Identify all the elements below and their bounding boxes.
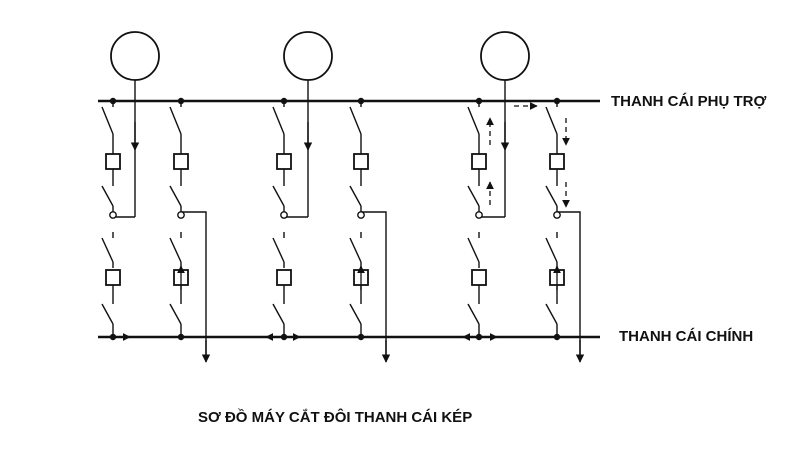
bay-4-mid-node — [357, 211, 365, 219]
main-bus-label: THANH CÁI CHÍNH — [619, 328, 753, 345]
bay-4-lower-isolator-blade — [349, 237, 362, 263]
bay-2-mid-node — [177, 211, 185, 219]
bay-4-main-node — [357, 333, 365, 341]
bay-4-upper-breaker — [353, 153, 369, 170]
bay-6-upper-isolator-blade — [545, 106, 558, 135]
bay-1-mid-isolator-blade — [101, 185, 114, 207]
bay-5-mid-isolator-blade — [467, 185, 480, 207]
bay-3-mid-isolator-blade — [272, 185, 285, 207]
bay-2-mid-isolator-blade — [169, 185, 182, 207]
bay-3-bottom-isolator-blade — [272, 303, 285, 325]
bay-5-mid-node — [475, 211, 483, 219]
bay-1-lower-breaker — [105, 269, 121, 286]
bay-2-upper-isolator-blade — [169, 106, 182, 135]
bay-2-upper-breaker — [173, 153, 189, 170]
bay-6-main-node — [553, 333, 561, 341]
outgoing-arrows — [130, 122, 585, 363]
generator-3 — [480, 31, 530, 81]
transfer-flow-path — [486, 102, 570, 208]
bay-5-upper-isolator-blade — [467, 106, 480, 135]
bay-4-bottom-isolator-blade — [349, 303, 362, 325]
bay-5-lower-isolator-blade — [467, 237, 480, 263]
bay-6-upper-breaker — [549, 153, 565, 170]
diagram-caption: SƠ ĐỒ MÁY CẮT ĐÔI THANH CÁI KÉP — [198, 408, 472, 426]
generator-1 — [110, 31, 160, 81]
bay-5-main-node — [475, 333, 483, 341]
aux-bus-label: THANH CÁI PHỤ TRỢ — [611, 93, 766, 110]
bay-3-upper-breaker — [276, 153, 292, 170]
bay-2-main-node — [177, 333, 185, 341]
bay-5-upper-breaker — [471, 153, 487, 170]
bay-4-mid-isolator-blade — [349, 185, 362, 207]
bay-6-mid-isolator-blade — [545, 185, 558, 207]
bay-1-lower-isolator-blade — [101, 237, 114, 263]
bay-6-lower-isolator-blade — [545, 237, 558, 263]
bay-2-bottom-isolator-blade — [169, 303, 182, 325]
bay-3-upper-isolator-blade — [272, 106, 285, 135]
bay-1-mid-node — [109, 211, 117, 219]
bay-6-bottom-isolator-blade — [545, 303, 558, 325]
bay-1-bottom-isolator-blade — [101, 303, 114, 325]
breaker-bays — [101, 97, 565, 341]
feeder-lines — [113, 80, 581, 360]
bay-3-mid-node — [280, 211, 288, 219]
generator-2 — [283, 31, 333, 81]
bay-5-lower-breaker — [471, 269, 487, 286]
bay-6-mid-node — [553, 211, 561, 219]
bay-2-lower-isolator-blade — [169, 237, 182, 263]
bay-3-main-node — [280, 333, 288, 341]
bay-1-upper-isolator-blade — [101, 106, 114, 135]
bay-3-lower-breaker — [276, 269, 292, 286]
bay-5-bottom-isolator-blade — [467, 303, 480, 325]
bay-3-lower-isolator-blade — [272, 237, 285, 263]
bay-1-upper-breaker — [105, 153, 121, 170]
bay-4-upper-isolator-blade — [349, 106, 362, 135]
